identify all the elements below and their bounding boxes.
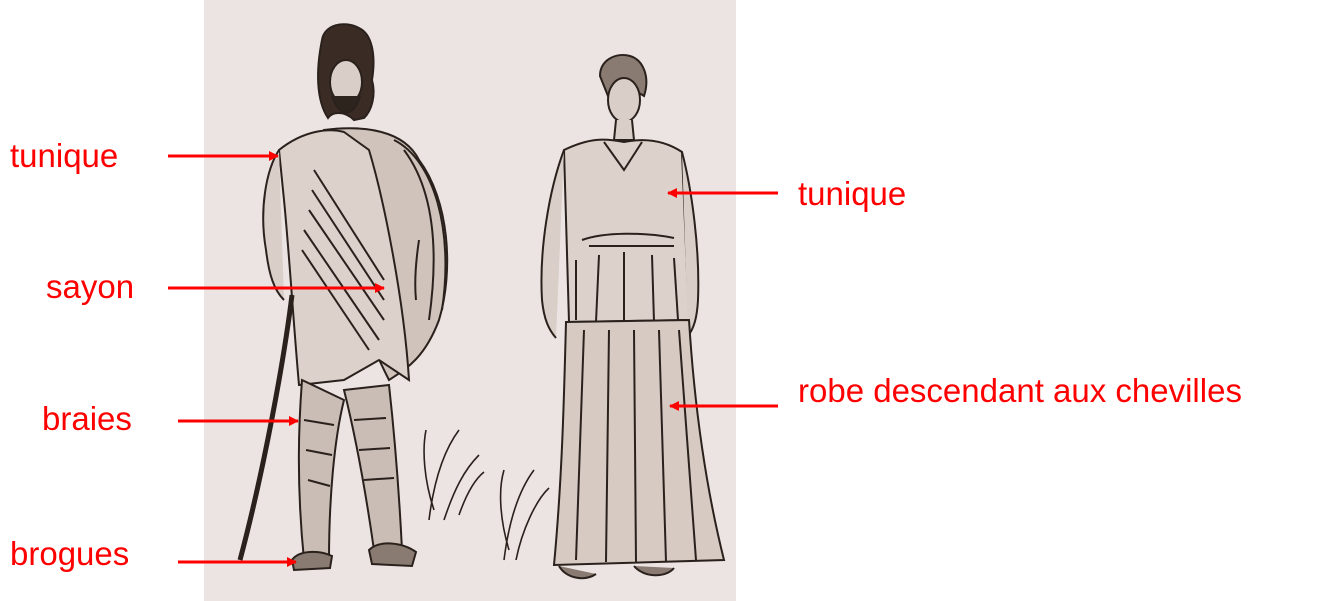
label-man-brogues: brogues [10,537,129,570]
label-man-tunique: tunique [10,139,118,172]
label-woman-robe: robe descendant aux chevilles [798,374,1242,407]
label-woman-tunique: tunique [798,177,906,210]
label-man-sayon: sayon [46,270,134,303]
label-man-braies: braies [42,402,132,435]
